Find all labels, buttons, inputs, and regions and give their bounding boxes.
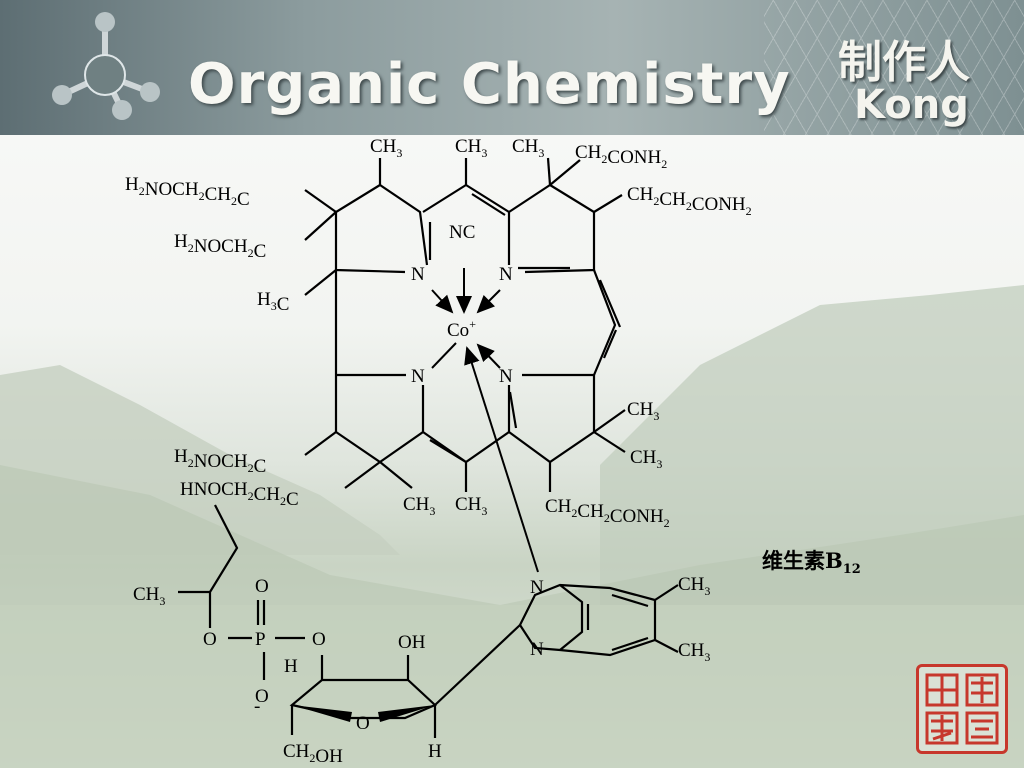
- molecule-logo-icon: [52, 12, 160, 120]
- ch2oh-label: CH2OH: [283, 741, 343, 767]
- h2noch2c-label: H2NOCH2C: [174, 446, 266, 477]
- ch3-label: CH3: [512, 136, 544, 160]
- oxygen-label: O: [255, 576, 269, 597]
- ch3-label: CH3: [403, 494, 435, 518]
- oxygen-label: O: [312, 629, 326, 650]
- ch3-label: CH3: [133, 584, 165, 608]
- molecule-caption: 维生素B12: [762, 545, 861, 577]
- cobalt-label: Co+: [447, 317, 476, 341]
- author-name: Kong: [854, 82, 969, 128]
- mountain-background: [0, 285, 1024, 768]
- n-label: N: [411, 366, 425, 387]
- hydrogen-label: H: [428, 741, 442, 762]
- oxygen-label: O: [356, 713, 370, 734]
- n-label: N: [530, 577, 544, 598]
- nucleotide-bonds: [178, 504, 679, 738]
- hydroxyl-label: OH: [398, 632, 426, 653]
- h3c-label: H3C: [257, 289, 289, 315]
- ch2ch2conh2-label: CH2CH2CONH2: [545, 496, 670, 530]
- hexagon-pattern: [764, 0, 1024, 135]
- seal-glyph-art: [925, 673, 999, 745]
- corrin-ring-bonds: [334, 184, 622, 464]
- ch3-label: CH3: [630, 447, 662, 471]
- caption-text: 维生素B: [762, 548, 843, 573]
- ch2conh2-label: CH2CONH2: [575, 142, 667, 171]
- h2noch2ch2c-label: H2NOCH2CH2C: [125, 174, 250, 210]
- hydrogen-label: H: [284, 656, 298, 677]
- nc-label: NC: [449, 222, 475, 243]
- ch3-label: CH3: [455, 494, 487, 518]
- ch3-label: CH3: [455, 136, 487, 160]
- hnoch2ch2c-label: HNOCH2CH2C: [180, 479, 299, 510]
- ch3-label: CH3: [370, 136, 402, 160]
- caption-subscript: 12: [842, 562, 861, 578]
- phosphorus-label: P: [255, 629, 266, 650]
- n-label: N: [411, 264, 425, 285]
- oxygen-label: O: [255, 686, 269, 707]
- page-title: Organic Chemistry: [188, 52, 791, 117]
- n-label: N: [499, 264, 513, 285]
- ch3-label: CH3: [678, 640, 710, 664]
- coordination-bonds: [431, 268, 539, 573]
- ch3-label: CH3: [678, 574, 710, 598]
- ch2ch2conh2-label: CH2CH2CONH2: [627, 184, 752, 218]
- author-label: 制作人: [838, 37, 970, 88]
- oxygen-label: O: [203, 629, 217, 650]
- n-label: N: [530, 639, 544, 660]
- header-banner: Organic Chemistry 制作人 Kong: [0, 0, 1024, 135]
- ch3-label: CH3: [627, 399, 659, 423]
- seal-stamp-icon: [916, 664, 1008, 754]
- substituent-bonds: [304, 157, 626, 492]
- negative-charge-label: -: [254, 696, 260, 717]
- n-label: N: [499, 366, 513, 387]
- h2noch2c-label: H2NOCH2C: [174, 231, 266, 262]
- wedge-bonds: [292, 705, 435, 722]
